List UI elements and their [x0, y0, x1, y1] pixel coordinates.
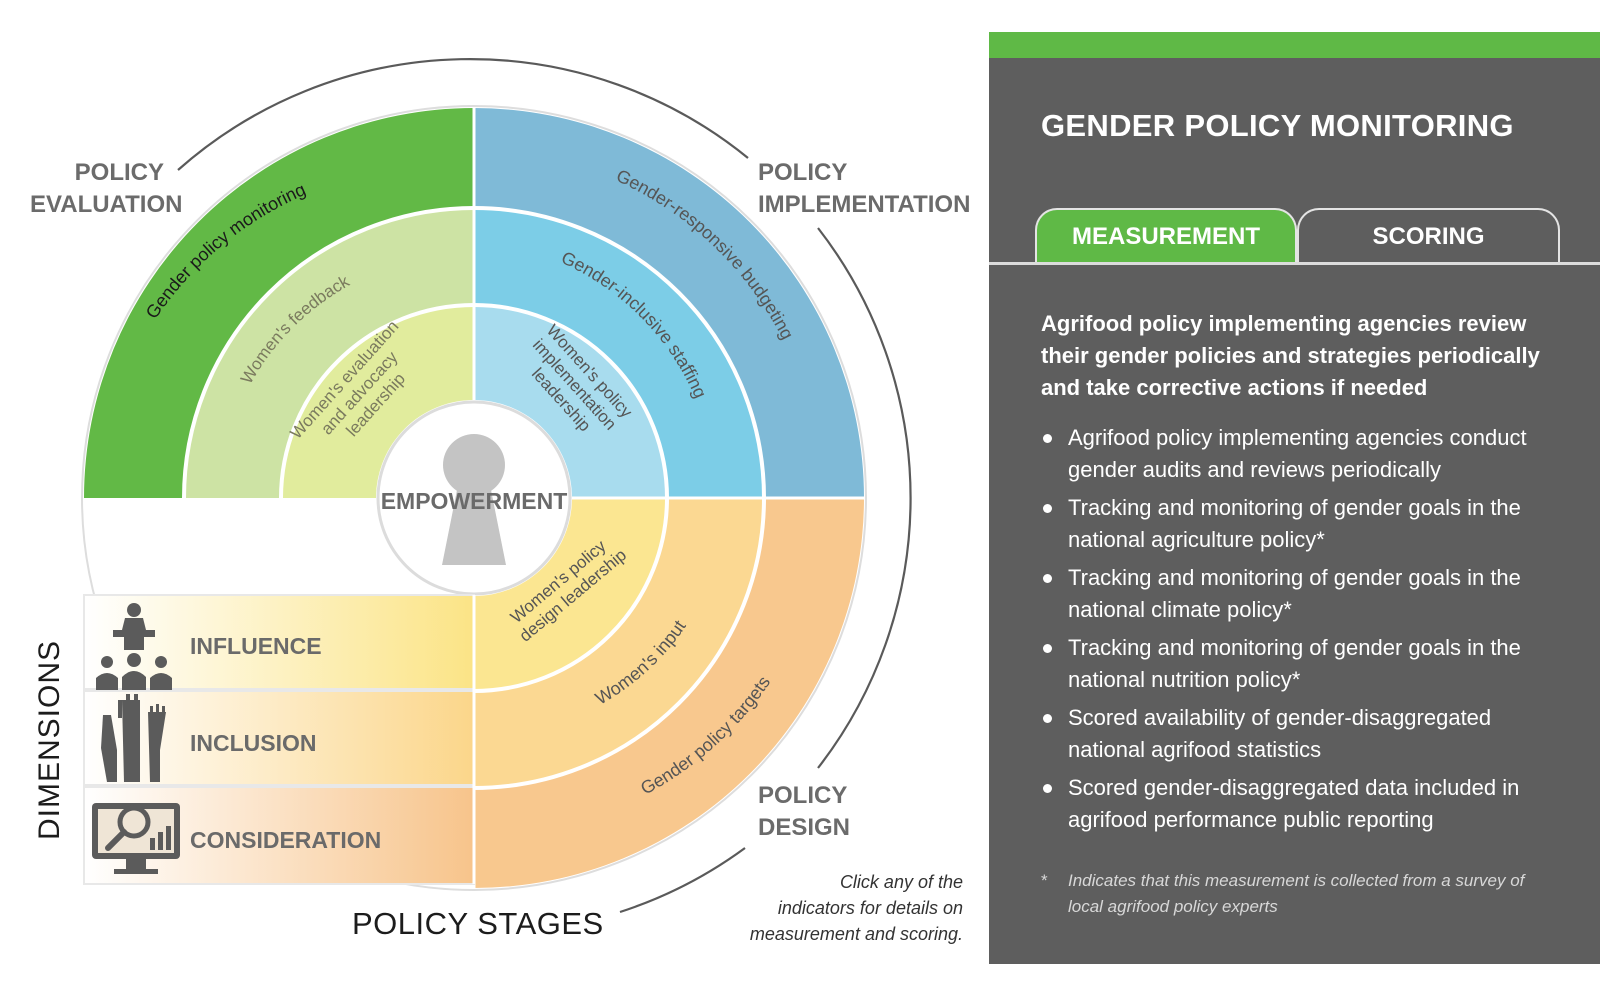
- footnote-asterisk: *: [1041, 871, 1048, 890]
- list-item: Tracking and monitoring of gender goals …: [1041, 562, 1561, 626]
- stage-label-implementation: POLICY IMPLEMENTATION: [758, 159, 971, 218]
- raised-hands-icon: [101, 694, 166, 782]
- measurement-list: Agrifood policy implementing agencies co…: [1041, 422, 1561, 842]
- speaker-podium-icon: [96, 603, 172, 690]
- ring-evaluation-inner[interactable]: [281, 305, 474, 498]
- footnote: * Indicates that this measurement is col…: [1041, 868, 1561, 920]
- dimension-label-inclusion: INCLUSION: [190, 730, 317, 756]
- list-item: Tracking and monitoring of gender goals …: [1041, 492, 1561, 556]
- panel-accent-bar: [989, 32, 1600, 58]
- ring-design-outer[interactable]: [474, 498, 864, 888]
- footnote-text: Indicates that this measurement is colle…: [1068, 871, 1525, 916]
- stage-label-design: POLICY DESIGN: [758, 782, 851, 841]
- monitor-magnifier-icon: [92, 803, 180, 874]
- ring-evaluation-outer[interactable]: [84, 108, 474, 498]
- list-item: Agrifood policy implementing agencies co…: [1041, 422, 1561, 486]
- dimension-label-influence: INFLUENCE: [190, 633, 322, 659]
- ring-implementation-middle[interactable]: [474, 208, 764, 498]
- list-item: Scored availability of gender-disaggrega…: [1041, 702, 1561, 766]
- outer-arc-right: [817, 227, 912, 769]
- ring-evaluation-middle[interactable]: [184, 208, 474, 498]
- policy-stages-title: POLICY STAGES: [352, 906, 604, 941]
- dimension-band-influence[interactable]: [83, 594, 475, 690]
- ring-design-inner[interactable]: [474, 498, 667, 691]
- outer-arc-bottom: [619, 847, 746, 914]
- tab-measurement[interactable]: MEASUREMENT: [1035, 208, 1297, 264]
- info-panel: GENDER POLICY MONITORING MEASUREMENT SCO…: [989, 32, 1600, 964]
- dimensions-title: DIMENSIONS: [33, 639, 66, 841]
- keyhole-icon: [442, 434, 506, 565]
- ring-implementation-inner[interactable]: [474, 305, 667, 498]
- dimension-label-consideration: CONSIDERATION: [190, 827, 381, 853]
- tab-underline: [989, 262, 1600, 265]
- outer-arc-top: [177, 58, 749, 171]
- panel-lead-text: Agrifood policy implementing agencies re…: [1041, 311, 1540, 400]
- panel-title: GENDER POLICY MONITORING: [1041, 108, 1514, 143]
- center-label: EMPOWERMENT: [381, 488, 568, 514]
- list-item: Tracking and monitoring of gender goals …: [1041, 632, 1561, 696]
- click-instruction-note: Click any of the indicators for details …: [749, 872, 963, 944]
- stage-label-evaluation: POLICY EVALUATION: [30, 159, 183, 218]
- ring-design-middle[interactable]: [474, 498, 764, 788]
- ring-implementation-outer[interactable]: [474, 108, 864, 498]
- list-item: Scored gender-disaggregated data include…: [1041, 772, 1561, 836]
- policy-diagram: EMPOWERMENT Gender policy monitoring Wom…: [81, 58, 912, 914]
- tab-scoring[interactable]: SCORING: [1297, 208, 1560, 264]
